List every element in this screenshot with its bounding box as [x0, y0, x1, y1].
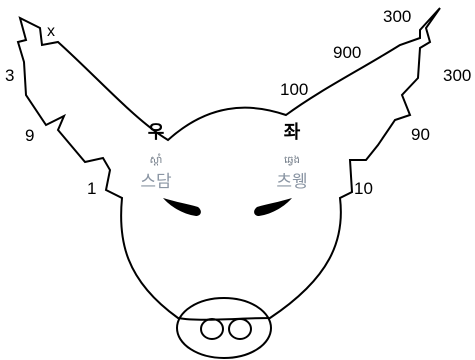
- right-ear-number-lower: 10: [354, 179, 373, 198]
- right-ear-number-middle: 90: [411, 125, 430, 144]
- right-label-small: ឆ្វេង: [284, 155, 300, 166]
- left-label-main: 우: [148, 122, 165, 143]
- right-ear-number-tip: 300: [383, 7, 411, 26]
- right-ear-number-outer: 300: [443, 66, 471, 85]
- right-ear-number-upper: 900: [333, 43, 361, 62]
- right-label-sub: 츠웽: [276, 172, 307, 192]
- left-eye: [163, 198, 201, 216]
- pig-snout: [176, 297, 272, 359]
- pig-head-outline: [16, 7, 441, 321]
- left-ear-number-middle: 9: [25, 126, 34, 145]
- left-nostril: [200, 318, 224, 340]
- left-ear-number-lower: 1: [87, 179, 96, 198]
- right-label-main: 좌: [284, 122, 301, 143]
- right-eye: [254, 198, 292, 216]
- left-label-sub: 스담: [140, 172, 172, 192]
- left-ear-number-top: x: [47, 23, 55, 40]
- left-ear-number-upper: 3: [5, 66, 14, 85]
- right-nostril: [228, 318, 252, 340]
- right-ear-number-inner: 100: [280, 80, 308, 99]
- left-label-small: ស្តាំ: [150, 153, 163, 166]
